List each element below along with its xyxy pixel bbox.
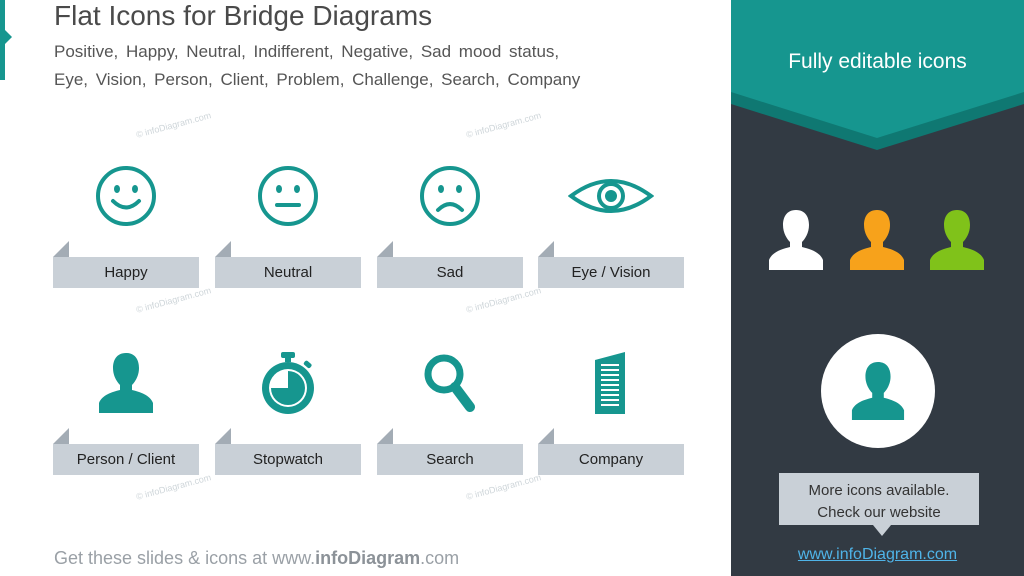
tile-fold (377, 241, 393, 257)
tile-label: Company (538, 444, 684, 475)
tile-fold (53, 241, 69, 257)
tile-label: Eye / Vision (538, 257, 684, 288)
person-icon-green (930, 210, 984, 270)
banner-shape (731, 0, 1024, 150)
left-accent-bar (0, 0, 5, 80)
tile-company[interactable]: Company (538, 344, 684, 494)
tile-fold (538, 241, 554, 257)
happy-face-icon (53, 157, 199, 235)
subtitle-line-1: Positive, Happy, Neutral, Indifferent, N… (54, 42, 560, 61)
tile-fold (377, 428, 393, 444)
tile-eye-vision[interactable]: Eye / Vision (538, 157, 684, 307)
page-title: Flat Icons for Bridge Diagrams (54, 0, 433, 31)
tile-label: Stopwatch (215, 444, 361, 475)
watermark: © infoDiagram.com (135, 110, 213, 140)
right-panel: Fully editable icons More icons availabl… (731, 0, 1024, 576)
tile-neutral[interactable]: Neutral (215, 157, 361, 307)
tile-fold (53, 428, 69, 444)
sad-face-icon (377, 157, 523, 235)
person-icon-white (769, 210, 823, 270)
tile-stopwatch[interactable]: Stopwatch (215, 344, 361, 494)
callout-pointer (873, 525, 891, 536)
tile-label: Sad (377, 257, 523, 288)
tile-label: Search (377, 444, 523, 475)
footer-brand: infoDiagram (315, 548, 421, 568)
person-icon (851, 362, 905, 420)
footer-prefix: Get these slides & icons at www. (54, 548, 316, 568)
stopwatch-icon (215, 344, 361, 422)
eye-icon (538, 157, 684, 235)
tile-search[interactable]: Search (377, 344, 523, 494)
footer-text: Get these slides & icons at www.infoDiag… (54, 548, 459, 569)
callout-line-2: Check our website (817, 504, 941, 521)
page-subtitle: Positive, Happy, Neutral, Indifferent, N… (54, 38, 674, 94)
tile-fold (215, 241, 231, 257)
tile-label: Person / Client (53, 444, 199, 475)
tile-fold (538, 428, 554, 444)
tile-person-client[interactable]: Person / Client (53, 344, 199, 494)
tile-label: Happy (53, 257, 199, 288)
tile-sad[interactable]: Sad (377, 157, 523, 307)
left-accent-pointer (5, 30, 12, 44)
subtitle-line-2: Eye, Vision, Person, Client, Problem, Ch… (54, 70, 581, 89)
person-icon (53, 344, 199, 422)
tile-fold (215, 428, 231, 444)
footer-suffix: .com (420, 548, 460, 568)
website-link[interactable]: www.infoDiagram.com (797, 546, 958, 563)
building-icon (538, 344, 684, 422)
watermark: © infoDiagram.com (465, 110, 543, 140)
neutral-face-icon (215, 157, 361, 235)
tile-happy[interactable]: Happy (53, 157, 199, 307)
tile-label: Neutral (215, 257, 361, 288)
person-icon-orange (850, 210, 904, 270)
banner-text: Fully editable icons (788, 50, 967, 73)
callout-line-1: More icons available. (808, 482, 950, 499)
callout-box: More icons available. Check our website (779, 473, 979, 525)
magnifier-icon (377, 344, 523, 422)
person-badge (821, 334, 935, 448)
